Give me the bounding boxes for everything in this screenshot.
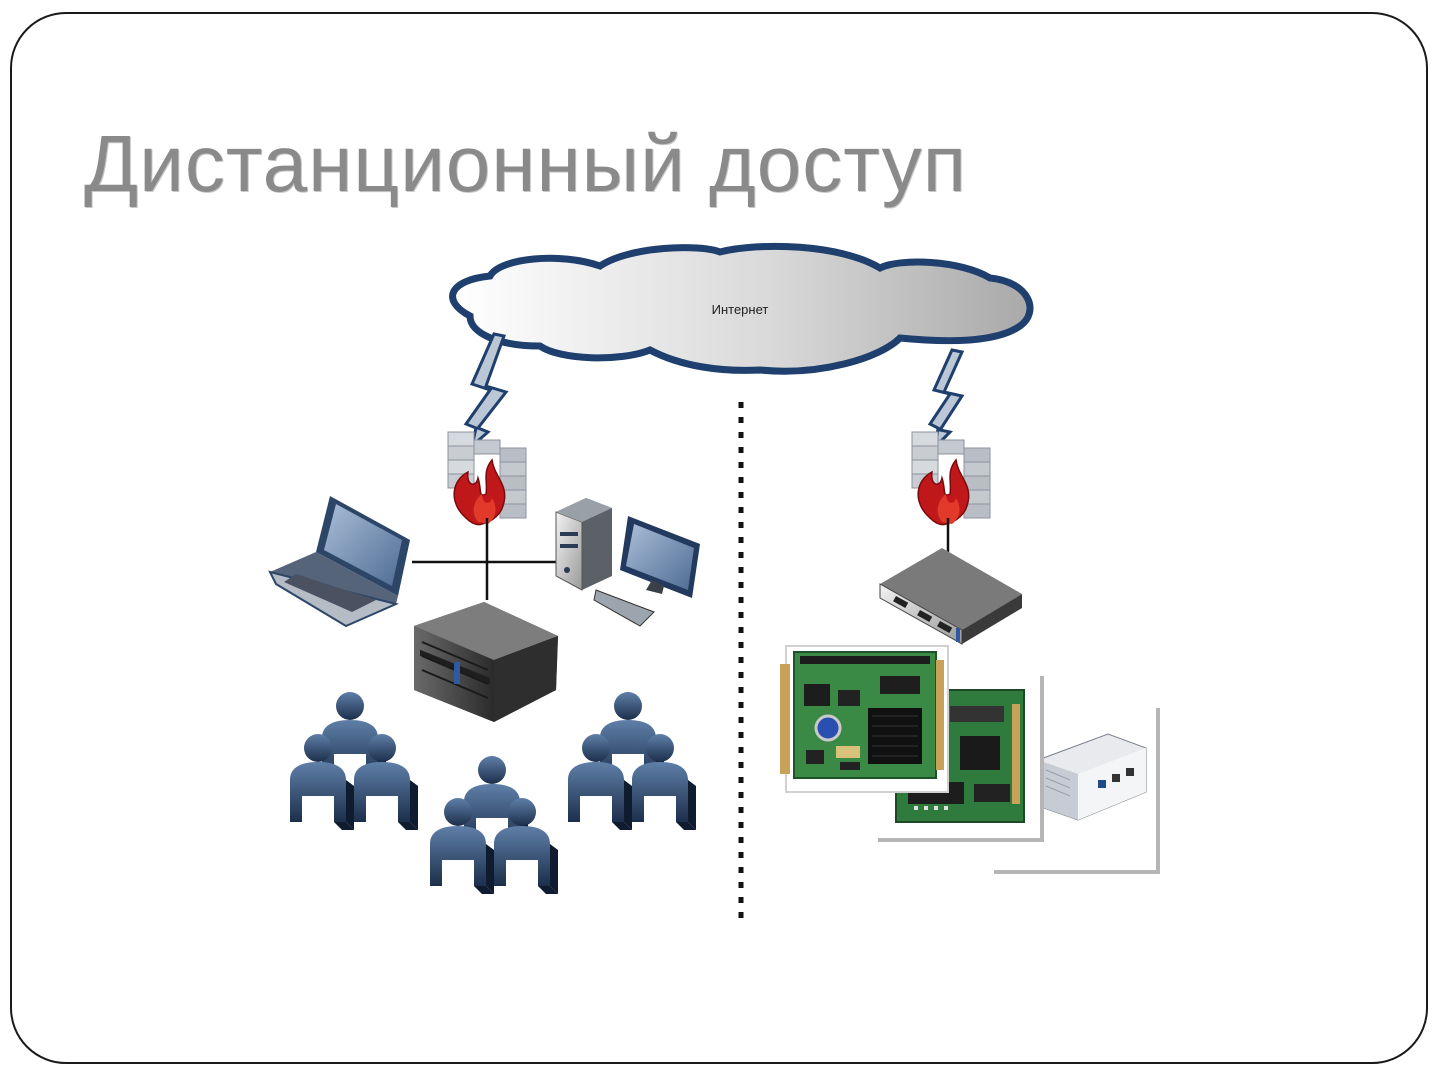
internet-cloud: Интернет: [449, 242, 1034, 375]
left-lightning-link: [463, 332, 509, 451]
slide-title: Дистанционный доступ: [84, 119, 968, 208]
embedded-hardware-collage: [780, 645, 1160, 874]
slide-frame: [10, 12, 1428, 1064]
user-group-left: [290, 692, 418, 830]
right-rack-server-icon: [879, 548, 1022, 645]
internet-label: Интернет: [712, 302, 769, 317]
embedded-board-image-1: [780, 645, 949, 793]
right-firewall-icon: [911, 431, 991, 526]
left-rack-server-icon: [414, 602, 558, 722]
embedded-box-pc-image: [994, 708, 1160, 874]
user-group-right: [568, 692, 696, 830]
user-group-center: [430, 756, 558, 894]
left-firewall-icon: [447, 431, 527, 526]
laptop-icon: [268, 496, 410, 628]
desktop-computer-icon: [555, 498, 700, 627]
left-network-lines: [412, 518, 558, 600]
